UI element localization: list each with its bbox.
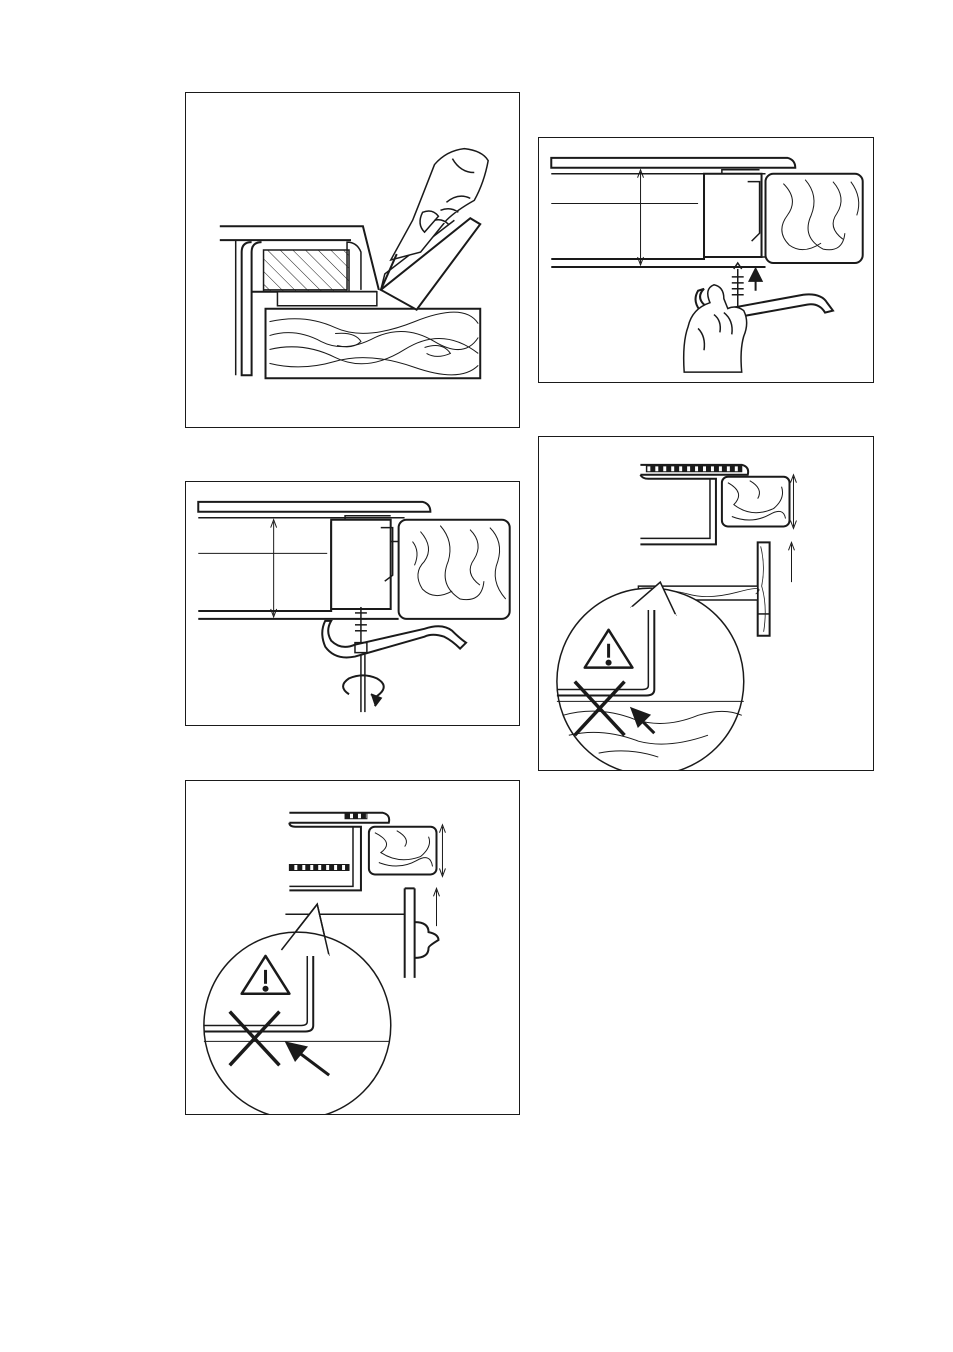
worktop-wood [266, 309, 481, 379]
gasket-block [264, 250, 349, 292]
figure-tighten-bracket [185, 481, 520, 726]
shelf-gap-diagram [539, 437, 873, 770]
rotate-arrow-icon [343, 675, 384, 706]
tighten-bracket-diagram [186, 482, 519, 725]
figure-cut-seal [185, 92, 520, 428]
panel-gap-diagram [186, 781, 519, 1114]
seal-strip [277, 292, 376, 306]
figure-panel-gap [185, 780, 520, 1115]
figure-shelf-gap [538, 436, 874, 771]
screwdriver-icon [361, 655, 365, 713]
cut-seal-diagram [186, 93, 519, 427]
up-arrow-icon [750, 269, 762, 291]
insert-bracket-diagram [539, 138, 873, 382]
figure-insert-bracket [538, 137, 874, 383]
